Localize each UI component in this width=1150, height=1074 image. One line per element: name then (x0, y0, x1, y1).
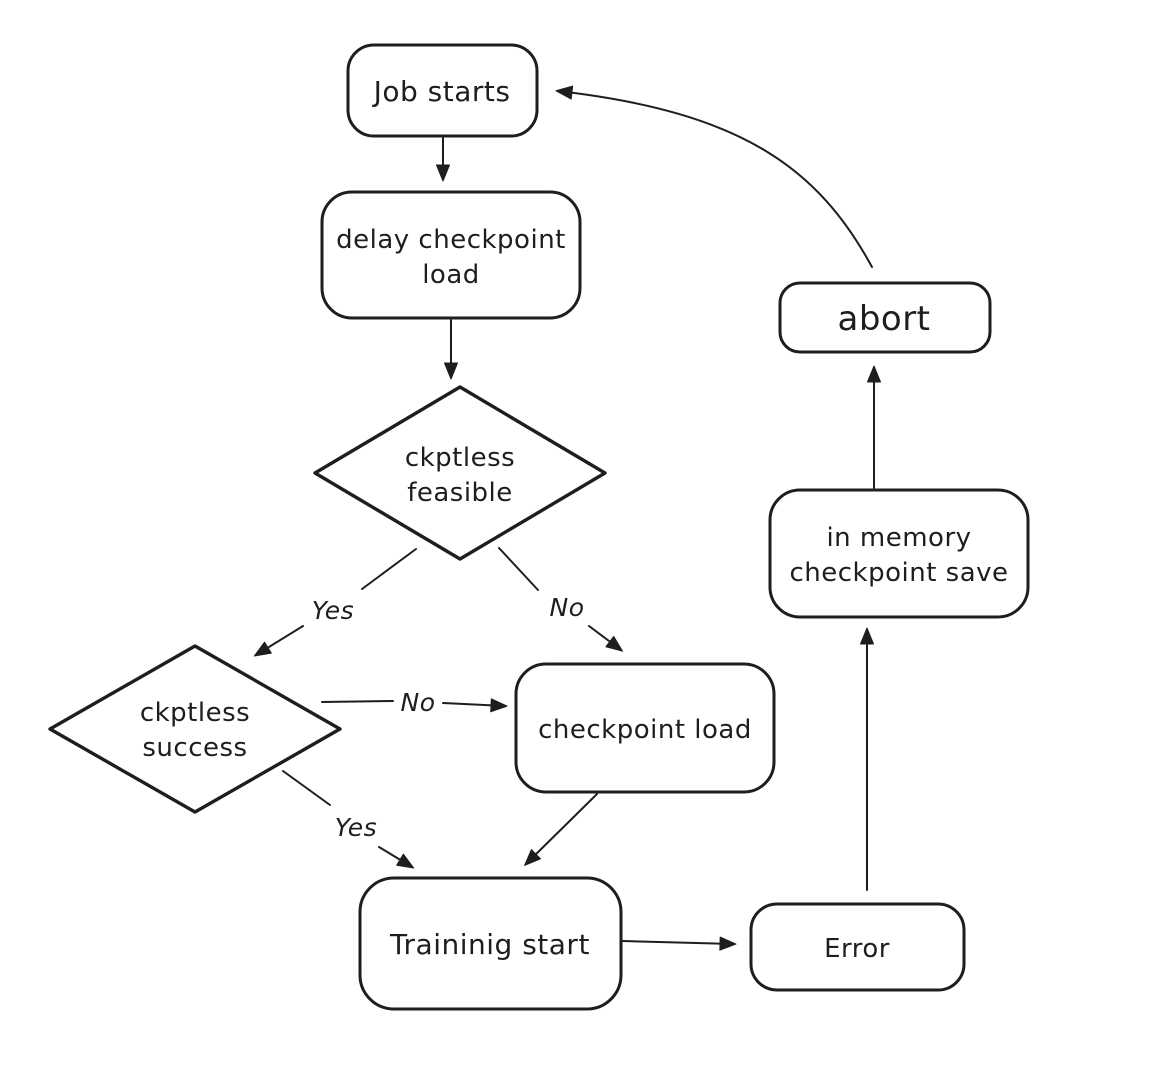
node-delay-checkpoint-load-line1: delay checkpoint (336, 225, 566, 255)
diamond-ckptless-feasible-line2: feasible (407, 478, 513, 508)
edge-ckptless-success-to-training-start-seg2 (378, 846, 415, 869)
node-job-starts: Job starts (346, 43, 539, 138)
node-delay-checkpoint-load-line2: load (422, 260, 480, 290)
edge-training-start-to-error (622, 936, 737, 951)
diamond-ckptless-success-line2: success (142, 733, 247, 763)
node-in-memory-checkpoint-save: in memory checkpoint save (768, 488, 1030, 619)
node-in-memory-checkpoint-save-line1: in memory (826, 523, 971, 553)
edge-label-no-success: No (401, 688, 436, 717)
edge-label-yes-success: Yes (335, 813, 377, 842)
edge-label-no-feasible: No (550, 593, 585, 622)
edge-abort-to-job-starts (555, 85, 873, 268)
edge-ckptless-feasible-to-ckptless-success-seg2 (253, 625, 304, 657)
edge-label-yes-feasible: Yes (312, 596, 354, 625)
node-checkpoint-load: checkpoint load (514, 662, 776, 794)
edge-ckptless-feasible-to-checkpoint-load-seg2 (588, 625, 624, 652)
diamond-ckptless-success: ckptless success (48, 644, 342, 814)
edges (253, 85, 881, 951)
node-error-label: Error (824, 934, 890, 964)
edge-ckptless-success-to-checkpoint-load-seg2 (442, 698, 508, 713)
node-checkpoint-load-label: checkpoint load (538, 715, 752, 745)
node-abort: abort (778, 281, 992, 354)
edge-ckptless-feasible-to-ckptless-success-seg1 (361, 548, 417, 590)
diamond-ckptless-success-line1: ckptless (140, 698, 250, 728)
node-training-start: Traininig start (358, 876, 623, 1011)
node-job-starts-label: Job starts (372, 75, 511, 108)
edge-ckptless-success-to-checkpoint-load-seg1 (321, 700, 394, 703)
edge-ckptless-success-to-training-start-seg1 (282, 770, 331, 806)
diamond-ckptless-feasible: ckptless feasible (313, 385, 607, 561)
nodes: Job starts delay checkpoint load ckptles… (48, 43, 1030, 1011)
edge-ckptless-feasible-to-checkpoint-load-seg1 (498, 547, 539, 591)
node-abort-label: abort (837, 299, 930, 339)
diamond-ckptless-feasible-line1: ckptless (405, 443, 515, 473)
node-delay-checkpoint-load: delay checkpoint load (320, 190, 582, 320)
edge-labels: Yes No No Yes (312, 593, 585, 842)
node-in-memory-checkpoint-save-line2: checkpoint save (789, 558, 1008, 588)
edge-checkpoint-load-to-training-start (524, 793, 598, 866)
node-training-start-label: Traininig start (389, 928, 590, 961)
node-error: Error (749, 902, 966, 992)
